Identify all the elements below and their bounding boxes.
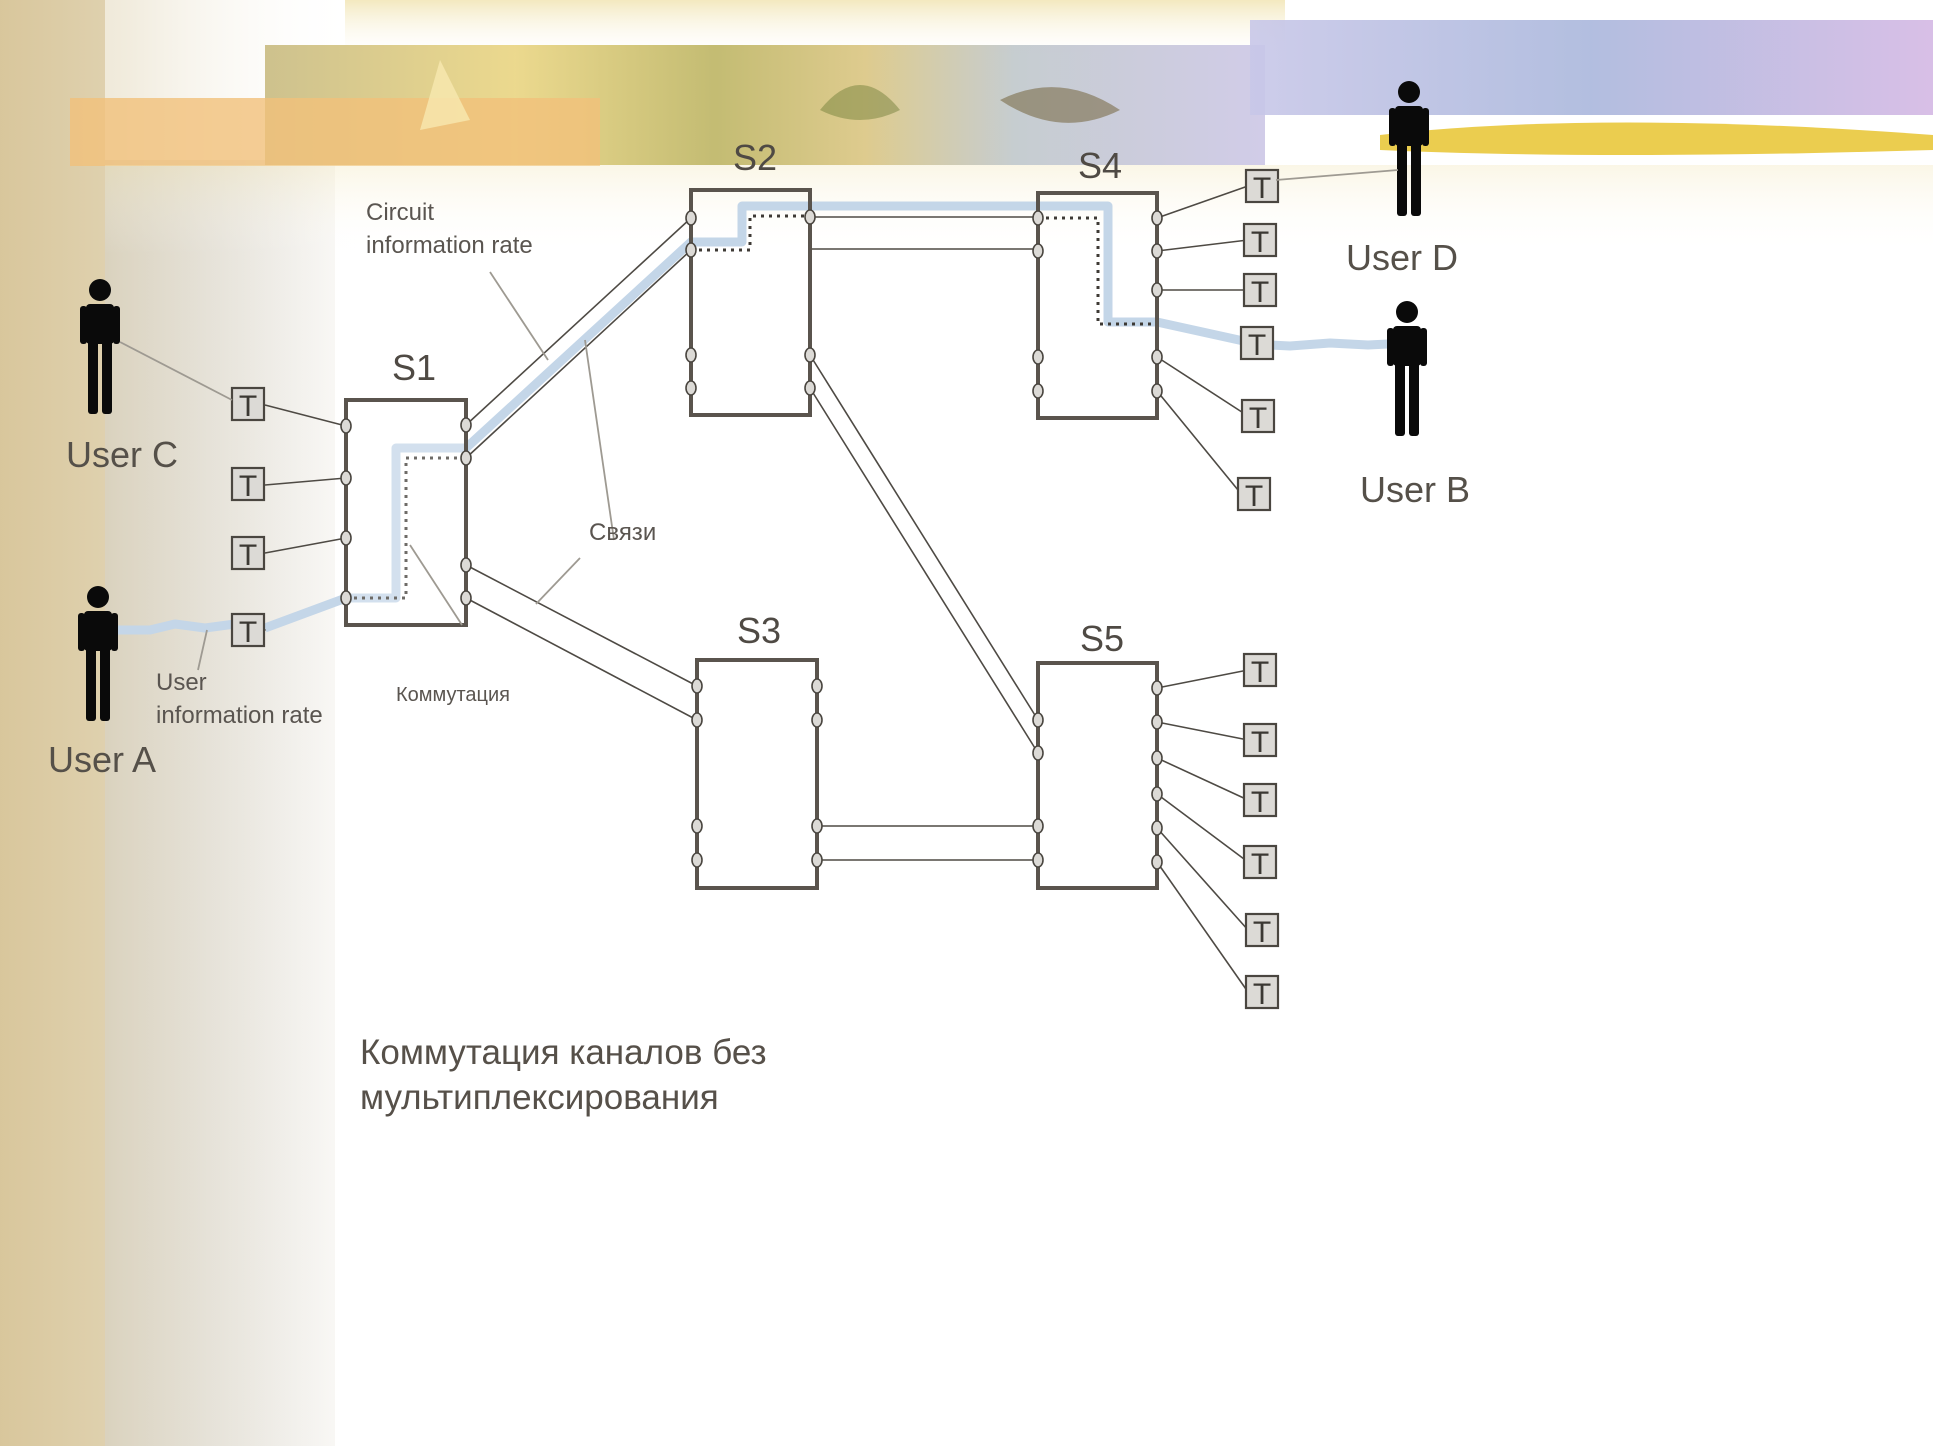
user-b-figure — [1387, 301, 1427, 436]
switch-label-s4: S4 — [1078, 145, 1122, 186]
links-label: Связи — [589, 519, 656, 546]
terminal-wires — [264, 185, 1249, 993]
svg-text:T: T — [1248, 329, 1266, 362]
user-d-label: User D — [1346, 237, 1458, 278]
switching-label: Коммутация — [396, 684, 510, 706]
switch-s2 — [689, 188, 812, 417]
user-a-label: User A — [48, 739, 156, 780]
switch-label-s2: S2 — [733, 137, 777, 178]
svg-text:T: T — [1251, 786, 1269, 819]
terminal-box: T — [1242, 844, 1278, 881]
svg-text:T: T — [239, 390, 257, 423]
switch-s1 — [344, 398, 468, 627]
switch-s4 — [1036, 191, 1159, 420]
user-d-figure — [1389, 81, 1429, 216]
terminal-box: T — [230, 535, 266, 572]
terminal-box: T — [1236, 476, 1272, 513]
svg-text:T: T — [239, 539, 257, 572]
terminal-box: T — [1242, 652, 1278, 689]
user-c-figure — [80, 279, 120, 414]
terminal-box: T — [1244, 912, 1280, 949]
svg-text:T: T — [1251, 276, 1269, 309]
terminal-box: T — [1242, 222, 1278, 259]
terminal-box: T — [230, 386, 266, 423]
svg-text:T: T — [239, 616, 257, 649]
user-c-label: User C — [66, 434, 178, 475]
links — [465, 216, 1039, 861]
svg-text:T: T — [1251, 656, 1269, 689]
circuit-path — [112, 201, 1389, 635]
user-rate-label-2: information rate — [156, 702, 323, 729]
terminal-box: T — [230, 612, 266, 649]
user-b-label: User B — [1360, 469, 1470, 510]
svg-text:T: T — [1251, 226, 1269, 259]
switching-dotted — [346, 214, 1157, 600]
switch-label-s3: S3 — [737, 610, 781, 651]
annotation-pointers — [119, 169, 1399, 671]
terminal-box: T — [1244, 974, 1280, 1011]
svg-text:T: T — [1253, 916, 1271, 949]
svg-text:T: T — [1251, 726, 1269, 759]
terminal-box: T — [230, 466, 266, 503]
svg-text:T: T — [1249, 402, 1267, 435]
svg-text:T: T — [1253, 172, 1271, 205]
caption-line-1: Коммутация каналов без — [360, 1033, 767, 1072]
circuit-rate-label-1: Circuit — [366, 199, 434, 226]
user-a-figure — [78, 586, 118, 721]
terminal-box: T — [1242, 782, 1278, 819]
terminal-box: T — [1239, 325, 1275, 362]
terminal-box: T — [1240, 398, 1276, 435]
switch-label-s5: S5 — [1080, 618, 1124, 659]
svg-text:T: T — [239, 470, 257, 503]
switch-s3 — [695, 658, 819, 890]
circuit-rate-label-2: information rate — [366, 232, 533, 259]
caption-line-2: мультиплексирования — [360, 1078, 719, 1117]
svg-text:T: T — [1253, 978, 1271, 1011]
switch-s5 — [1036, 661, 1159, 890]
ports — [340, 209, 1163, 870]
terminal-box: T — [1242, 722, 1278, 759]
caption: Коммутация каналов без мультиплексирован… — [360, 1030, 1060, 1120]
terminal-box: T — [1244, 168, 1280, 205]
svg-text:T: T — [1245, 480, 1263, 513]
terminal-box: T — [1242, 272, 1278, 309]
switch-label-s1: S1 — [392, 347, 436, 388]
user-rate-label-1: User — [156, 669, 207, 696]
svg-text:T: T — [1251, 848, 1269, 881]
